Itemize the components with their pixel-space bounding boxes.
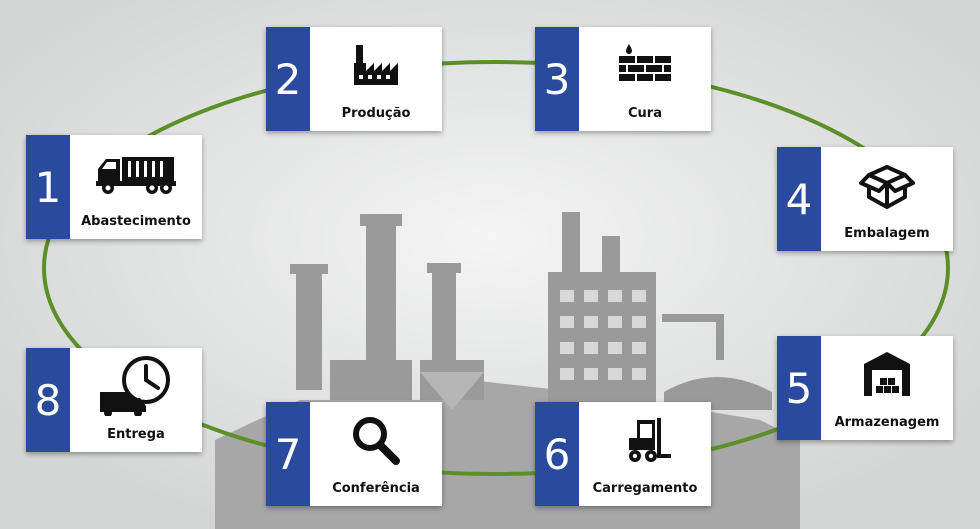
step-label: Embalagem [844,226,930,241]
step-label: Cura [628,106,662,121]
brick-wall-icon [579,37,711,93]
step-number: 3 [535,27,579,131]
delivery-truck-icon [70,356,202,416]
step-number: 1 [26,135,70,239]
step-number: 6 [535,402,579,506]
step-number: 2 [266,27,310,131]
factory-icon [310,37,442,93]
step-label: Conferência [332,481,420,496]
step-card-2: 2 Produção [266,27,442,131]
step-card-4: 4 Embalagem [777,147,953,251]
step-card-8: 8 Entrega [26,348,202,452]
magnifier-icon [310,412,442,468]
step-label: Produção [341,106,411,121]
step-label: Entrega [107,427,165,442]
step-card-7: 7 Conferência [266,402,442,506]
step-label: Armazenagem [834,415,940,430]
dump-truck-icon [70,145,202,201]
step-card-3: 3 Cura [535,27,711,131]
step-number: 5 [777,336,821,440]
step-card-6: 6 Carregamento [535,402,711,506]
step-card-1: 1 Abastecimento [26,135,202,239]
open-box-icon [821,157,953,213]
step-card-5: 5 Armazenagem [777,336,953,440]
cycle-ring [42,60,950,476]
step-label: Carregamento [592,481,698,496]
step-number: 8 [26,348,70,452]
step-number: 7 [266,402,310,506]
forklift-icon [579,412,711,468]
step-number: 4 [777,147,821,251]
step-label: Abastecimento [81,214,191,229]
warehouse-icon [821,346,953,402]
